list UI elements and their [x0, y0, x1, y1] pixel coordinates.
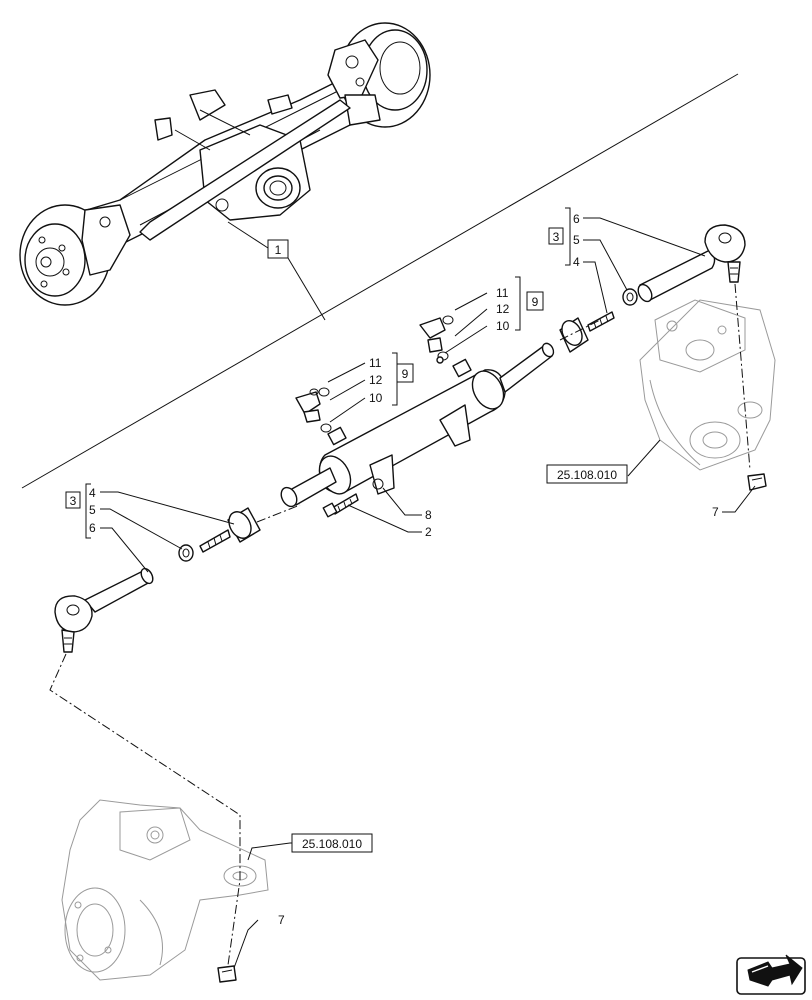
callout-9-left: 9 — [396, 363, 414, 383]
steering-knuckle-right — [639, 299, 776, 471]
callout-3-right: 3 — [548, 227, 564, 245]
axle-right-hub — [327, 22, 431, 128]
callout-9-right: 9 — [526, 291, 544, 311]
label-4-right: 4 — [573, 255, 580, 269]
label-12-right: 12 — [496, 302, 510, 316]
steering-cylinder — [280, 342, 555, 508]
callout-1: 1 — [267, 239, 289, 259]
bolt — [322, 493, 359, 518]
label-10-right: 10 — [496, 319, 510, 333]
label-12-left: 12 — [369, 373, 383, 387]
tie-rod-right — [559, 224, 746, 353]
svg-text:25.108.010: 25.108.010 — [557, 468, 617, 482]
label-5-left: 5 — [89, 503, 96, 517]
steering-knuckle-left — [61, 799, 269, 981]
label-4-left: 4 — [89, 486, 96, 500]
axle-left-hub — [19, 204, 131, 306]
reference-left[interactable]: 25.108.010 — [291, 833, 373, 853]
svg-text:1: 1 — [275, 243, 282, 257]
svg-text:9: 9 — [532, 295, 539, 309]
label-11-right: 11 — [496, 286, 509, 300]
nut-left — [217, 965, 237, 983]
center-line-right — [734, 283, 751, 471]
hose-fittings-upper — [419, 315, 454, 364]
svg-text:3: 3 — [70, 494, 77, 508]
hose-fittings-lower — [295, 387, 332, 433]
svg-text:9: 9 — [402, 367, 409, 381]
reference-right[interactable]: 25.108.010 — [546, 464, 628, 484]
label-6-left: 6 — [89, 521, 96, 535]
front-axle-assembly — [19, 22, 431, 306]
next-page-arrow-icon[interactable] — [736, 954, 806, 995]
leader-lines — [85, 207, 756, 969]
label-5-right: 5 — [573, 233, 580, 247]
label-10-left: 10 — [369, 391, 383, 405]
callout-3-left: 3 — [65, 491, 81, 509]
label-2: 2 — [425, 525, 432, 539]
svg-text:3: 3 — [553, 230, 560, 244]
label-8: 8 — [425, 508, 432, 522]
center-line-left — [49, 653, 241, 966]
label-11-left: 11 — [369, 356, 382, 370]
separator-line — [21, 73, 739, 489]
svg-text:25.108.010: 25.108.010 — [302, 837, 362, 851]
label-6-right: 6 — [573, 212, 580, 226]
label-7-right: 7 — [712, 505, 719, 519]
label-7-left: 7 — [278, 913, 285, 927]
tie-rod-left — [54, 507, 261, 653]
nut-right — [747, 473, 767, 491]
